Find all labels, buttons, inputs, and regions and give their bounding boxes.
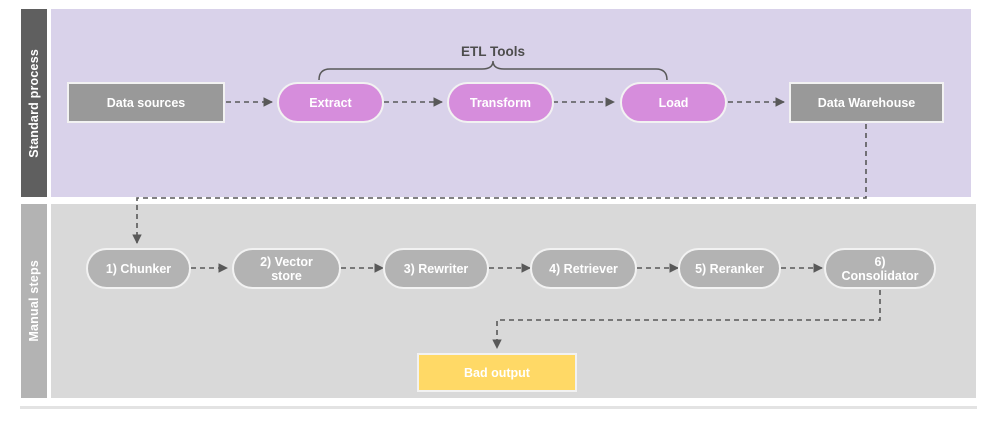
node-retriever[interactable]: 4) Retriever — [530, 248, 637, 289]
node-consolidator[interactable]: 6) Consolidator — [824, 248, 936, 289]
node-vector-store[interactable]: 2) Vector store — [232, 248, 341, 289]
lane-header-manual-steps: Manual steps — [20, 203, 48, 399]
node-data-sources-label: Data sources — [106, 95, 186, 110]
node-data-warehouse-label: Data Warehouse — [817, 95, 916, 110]
node-vector-store-label-line1: 2) Vector — [260, 254, 313, 269]
node-load[interactable]: Load — [620, 82, 727, 123]
node-transform[interactable]: Transform — [447, 82, 554, 123]
node-rewriter-label: 3) Rewriter — [403, 261, 469, 276]
node-extract-label: Extract — [309, 95, 352, 110]
lane-title-manual-steps: Manual steps — [27, 260, 41, 342]
lane-title-standard-process: Standard process — [27, 48, 41, 158]
node-transform-label: Transform — [469, 95, 532, 110]
node-reranker[interactable]: 5) Reranker — [678, 248, 781, 289]
node-consolidator-label-line2: Consolidator — [841, 268, 919, 283]
node-bad-output-label: Bad output — [464, 365, 530, 380]
node-bad-output[interactable]: Bad output — [417, 353, 577, 392]
bottom-divider — [20, 406, 977, 409]
node-chunker[interactable]: 1) Chunker — [86, 248, 191, 289]
node-vector-store-label-line2: store — [271, 268, 302, 283]
node-reranker-label: 5) Reranker — [695, 261, 764, 276]
node-data-sources[interactable]: Data sources — [67, 82, 225, 123]
node-extract[interactable]: Extract — [277, 82, 384, 123]
node-consolidator-label: 6) Consolidator — [841, 255, 918, 283]
etl-tools-label: ETL Tools — [461, 44, 525, 59]
node-retriever-label: 4) Retriever — [549, 261, 618, 276]
node-consolidator-label-line1: 6) — [874, 254, 886, 269]
lane-header-standard-process: Standard process — [20, 8, 48, 198]
node-vector-store-label: 2) Vector store — [260, 255, 313, 283]
node-load-label: Load — [658, 95, 689, 110]
node-rewriter[interactable]: 3) Rewriter — [383, 248, 489, 289]
node-chunker-label: 1) Chunker — [105, 261, 172, 276]
node-data-warehouse[interactable]: Data Warehouse — [789, 82, 944, 123]
